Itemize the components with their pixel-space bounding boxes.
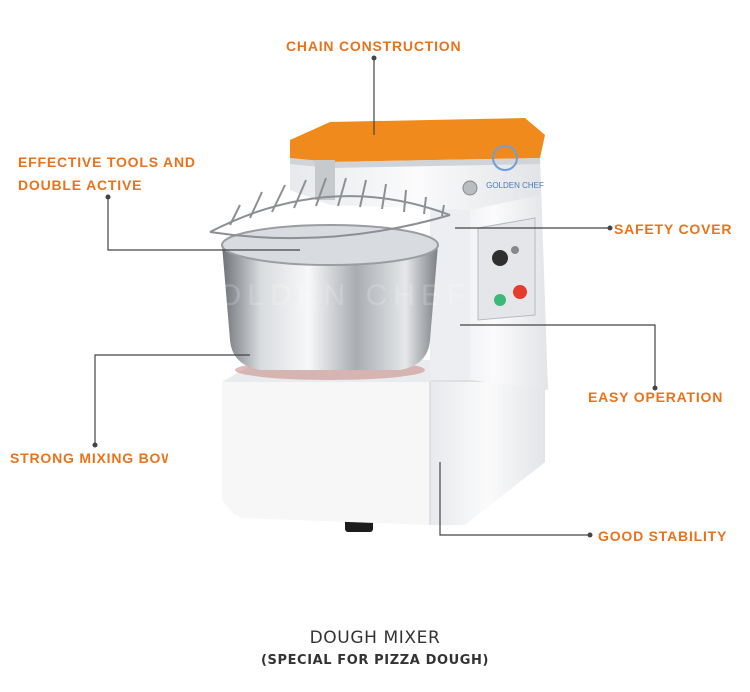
mixer-head: GOLDEN CHEF <box>290 118 545 210</box>
mixer-base <box>222 360 545 525</box>
leader-dots <box>92 55 658 538</box>
leader-lines <box>94 58 656 536</box>
start-button[interactable] <box>494 294 506 306</box>
label-strong-mixing-bowl: STRONG MIXING BOWL <box>10 450 168 466</box>
label-effective-tools-line2: DOUBLE ACTIVE <box>18 177 143 193</box>
label-safety-cover: SAFETY COVER <box>614 221 733 237</box>
caption-subtitle: (SPECIAL FOR PIZZA DOUGH) <box>260 653 490 668</box>
stop-button[interactable] <box>513 285 527 299</box>
label-good-stability: GOOD STABILITY <box>598 528 728 544</box>
control-panel <box>477 217 536 321</box>
caption-title: DOUGH MIXER <box>309 628 441 648</box>
mixing-bowl: GOLDEN CHEF <box>189 224 472 380</box>
label-easy-operation: EASY OPERATION <box>588 389 724 405</box>
label-chain-construction: CHAIN CONSTRUCTION <box>286 38 462 54</box>
watermark: GOLDEN CHEF <box>189 279 472 312</box>
brand-logo-text: GOLDEN CHEF <box>486 181 544 190</box>
safety-cover <box>209 177 451 240</box>
label-effective-tools-line1: EFFECTIVE TOOLS AND <box>18 154 196 170</box>
